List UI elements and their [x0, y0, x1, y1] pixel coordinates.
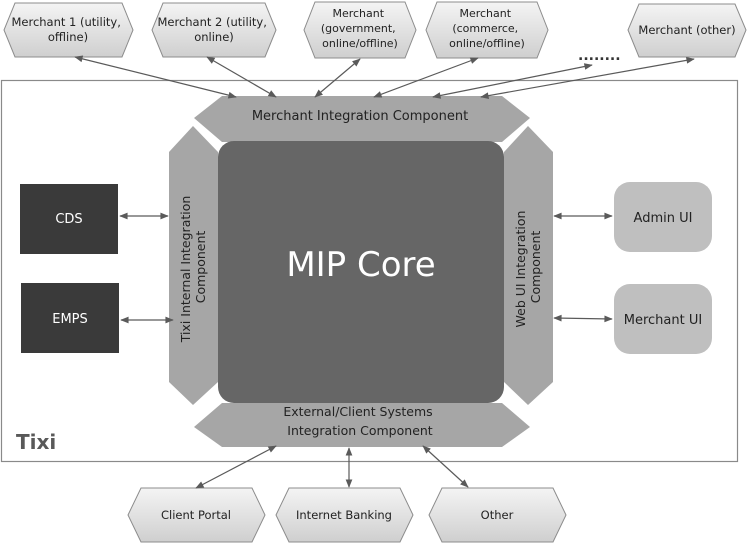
connector-client-portal — [195, 445, 277, 489]
external-integration-label-2: Integration Component — [287, 423, 433, 438]
merchant-3-line-1: Merchant — [332, 7, 384, 20]
merchant-4-line-3: online/offline) — [449, 37, 525, 50]
internet-banking-label: Internet Banking — [296, 508, 392, 522]
connector-other — [422, 445, 469, 488]
merchant-ui: Merchant UI — [614, 284, 712, 354]
admin-ui-label: Admin UI — [634, 211, 693, 226]
merchant-node-1: Merchant 1 (utility, offline) — [3, 2, 134, 58]
tixi-internal-label-1: Tixi Internal Integration — [178, 196, 193, 344]
merchant-ui-label: Merchant UI — [624, 313, 702, 328]
internet-banking-node: Internet Banking — [275, 487, 414, 543]
merchant-node-2: Merchant 2 (utility, online) — [151, 2, 277, 58]
cds-system: CDS — [20, 184, 118, 254]
web-ui-integration-component: Web UI Integration Component — [504, 126, 553, 405]
client-portal-node: Client Portal — [127, 487, 266, 543]
svg-text:Merchant (government,: Merchant (government, online/offline) — [321, 7, 399, 50]
merchant-node-4: Merchant (commerce, online/offline) — [425, 1, 549, 59]
mip-core-label: MIP Core — [286, 245, 435, 285]
merchant-integration-label: Merchant Integration Component — [252, 109, 468, 124]
external-integration-label-1: External/Client Systems — [283, 404, 432, 419]
merchant-4-line-1: Merchant — [459, 7, 511, 20]
more-merchants-ellipsis: ........ — [578, 48, 621, 64]
merchant-other-label: Merchant (other) — [638, 23, 735, 37]
admin-ui: Admin UI — [614, 182, 712, 252]
external-integration-component: External/Client Systems Integration Comp… — [194, 403, 530, 447]
merchant-4-line-2: (commerce, — [452, 22, 518, 35]
merchant-1-line-1: Merchant 1 (utility, — [11, 15, 120, 29]
merchant-integration-component: Merchant Integration Component — [194, 96, 530, 142]
svg-text:Merchant 1 (utility, off: Merchant 1 (utility, offline) — [11, 15, 124, 44]
merchant-2-line-2: online) — [194, 30, 234, 44]
other-system-node: Other — [428, 487, 567, 543]
connector-merchant-2 — [206, 56, 277, 98]
emps-label: EMPS — [52, 312, 88, 327]
cds-label: CDS — [55, 212, 82, 227]
merchant-3-line-3: online/offline) — [322, 37, 398, 50]
merchant-1-line-2: offline) — [48, 30, 88, 44]
tixi-internal-integration-component: Tixi Internal Integration Component — [169, 126, 218, 405]
mip-core: MIP Core — [218, 141, 504, 403]
connector-merchant-ui — [553, 314, 613, 323]
svg-text:Merchant 2 (utility, onl: Merchant 2 (utility, online) — [157, 15, 270, 44]
svg-text:Web UI Integration Compo: Web UI Integration Component — [513, 207, 543, 328]
other-system-label: Other — [481, 508, 514, 522]
client-portal-label: Client Portal — [161, 508, 231, 522]
connector-merchant-3 — [314, 58, 361, 98]
svg-text:External/Client Systems: External/Client Systems Integration Comp… — [283, 404, 436, 438]
svg-text:Tixi Internal Integration: Tixi Internal Integration Component — [178, 192, 208, 344]
web-ui-label-2: Component — [528, 231, 543, 304]
merchant-node-other: Merchant (other) — [627, 3, 747, 58]
merchant-2-line-1: Merchant 2 (utility, — [157, 15, 266, 29]
tixi-internal-label-2: Component — [193, 231, 208, 304]
connector-merchant-other — [480, 57, 695, 99]
tixi-label: Tixi — [16, 430, 56, 454]
merchant-node-3: Merchant (government, online/offline) — [303, 1, 417, 59]
web-ui-label-1: Web UI Integration — [513, 211, 528, 328]
svg-text:Merchant (commerce,: Merchant (commerce, online/offline) — [449, 7, 525, 50]
emps-system: EMPS — [21, 283, 119, 353]
merchant-3-line-2: (government, — [321, 22, 396, 35]
